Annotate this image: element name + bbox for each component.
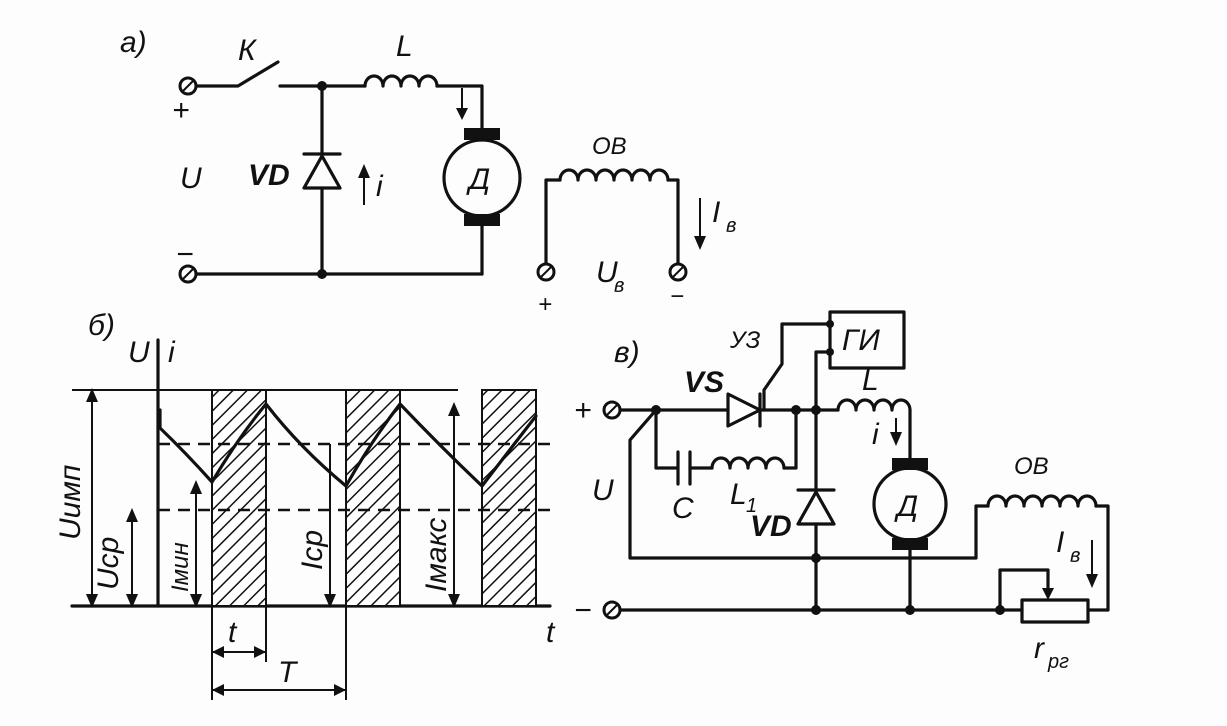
switch-k-label: К xyxy=(238,34,258,67)
inductor-l-c-label: L xyxy=(862,364,879,397)
panel-b-label: б) xyxy=(88,309,115,342)
field-current-a: I xyxy=(712,196,720,229)
field-winding-a-label: ОВ xyxy=(592,133,627,160)
i-min-label: Iмин xyxy=(167,542,194,592)
voltage-u-c: U xyxy=(592,474,614,507)
rheostat-label: r xyxy=(1034,632,1045,665)
field-winding-c xyxy=(986,494,1098,508)
pulse-generator-label: ГИ xyxy=(842,324,880,357)
plus-label-a: + xyxy=(172,94,190,127)
i-max-label: Iмакс xyxy=(420,518,453,592)
switch-k xyxy=(194,60,280,88)
diode-vd-c-label: VD xyxy=(750,510,792,543)
current-i-c: i xyxy=(872,418,880,451)
diode-vd-c xyxy=(796,490,836,526)
rheostat-rrg xyxy=(1020,598,1090,624)
inductor-l1-label: L xyxy=(730,478,747,511)
field-current-c: I xyxy=(1056,526,1064,559)
svg-text:в: в xyxy=(1070,545,1080,567)
motor-brush-bottom-c xyxy=(892,538,928,550)
pulse-width-label: t xyxy=(228,616,238,649)
thyristor-vs xyxy=(726,392,762,428)
thyristor-vs-label: VS xyxy=(684,366,724,399)
motor-d-a-label: Д xyxy=(466,163,490,196)
i-sr-label: Iср xyxy=(296,530,329,570)
pulse-generator xyxy=(828,310,906,370)
voltage-pulse-2 xyxy=(345,389,401,607)
field-winding-c-label: ОВ xyxy=(1014,453,1049,480)
gate-lead xyxy=(762,322,832,412)
panel-c-label: в) xyxy=(614,336,640,369)
voltage-u-a: U xyxy=(180,162,202,195)
diode-vd-a xyxy=(302,154,342,190)
u-imp-label: Uимп xyxy=(54,465,87,540)
panel-a: а) К L Д + U − VD xyxy=(120,26,736,318)
control-node-label: УЗ xyxy=(729,327,761,354)
panel-a-label: а) xyxy=(120,26,147,59)
panel-c: в) ГИ УЗ + VS L i С L xyxy=(574,310,1110,673)
inductor-l-a xyxy=(363,74,439,88)
motor-brush-bottom-a xyxy=(464,214,500,226)
svg-text:−: − xyxy=(670,283,684,310)
time-axis-label: t xyxy=(546,616,556,649)
svg-text:−: − xyxy=(574,594,592,627)
current-waveform xyxy=(158,402,538,488)
motor-d-c-label: Д xyxy=(894,490,918,523)
panel-b-waveforms: б) U i t Uимп Uср Iмин I xyxy=(54,309,556,700)
svg-text:+: + xyxy=(538,291,552,318)
period-label: T xyxy=(278,656,299,689)
voltage-pulse-3 xyxy=(481,389,537,607)
diode-vd-a-label: VD xyxy=(248,159,290,192)
capacitor-c-label: С xyxy=(672,492,694,525)
inductor-l-c xyxy=(836,398,912,412)
axis-i-label: i xyxy=(168,336,176,369)
current-i-a: i xyxy=(376,170,384,203)
svg-text:в: в xyxy=(726,215,736,237)
minus-label-a: − xyxy=(176,238,194,271)
svg-text:рг: рг xyxy=(1047,651,1069,673)
axis-u-label: U xyxy=(128,336,150,369)
voltage-pulse-1 xyxy=(211,389,267,607)
motor-brush-top-a xyxy=(464,128,500,140)
field-voltage-a: U xyxy=(596,256,618,289)
svg-text:в: в xyxy=(614,275,624,297)
motor-brush-top-c xyxy=(892,458,928,470)
u-sr-label: Uср xyxy=(92,537,125,590)
svg-text:1: 1 xyxy=(746,495,757,517)
inductor-l1 xyxy=(710,456,786,470)
svg-text:+: + xyxy=(574,394,592,427)
field-winding-a xyxy=(558,168,670,182)
inductor-l-a-label: L xyxy=(396,30,413,63)
